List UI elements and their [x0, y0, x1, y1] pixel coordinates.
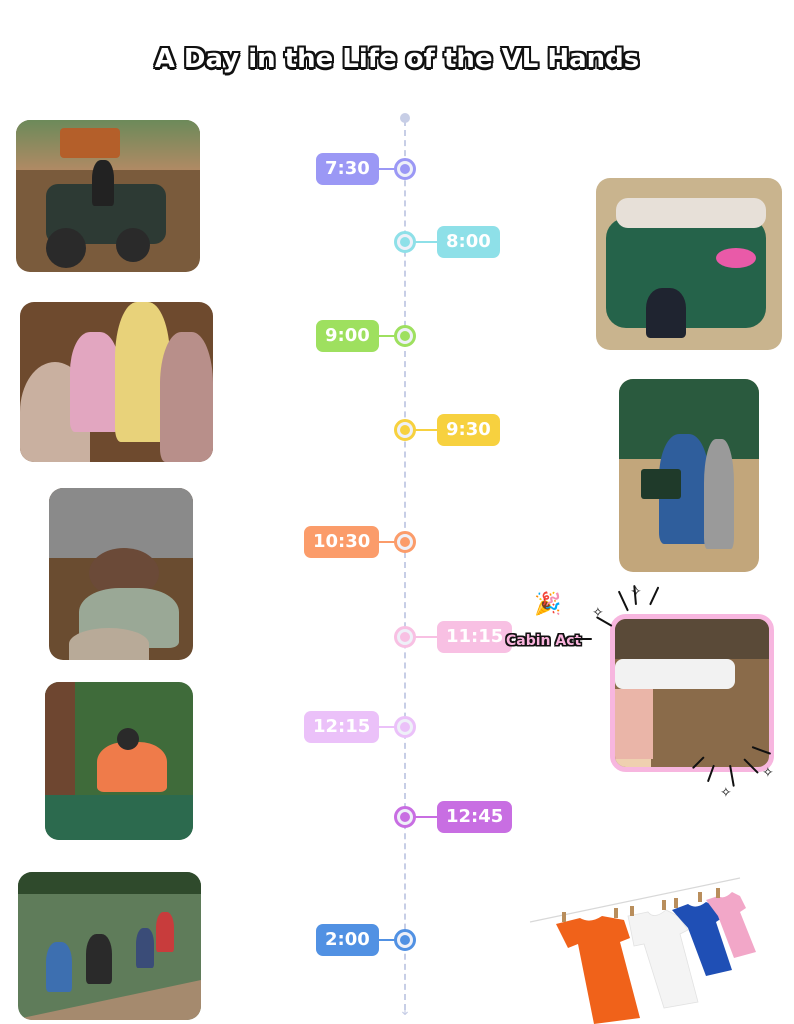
photo-lunch-picnic [45, 682, 193, 840]
timeline-node [394, 716, 416, 738]
time-badge: 12:45 [437, 801, 513, 833]
time-badge: 9:00 [316, 320, 379, 352]
timeline-axis [404, 120, 406, 1010]
burst-ray [617, 590, 629, 612]
time-badge: 11:15 [437, 621, 513, 653]
photo-activity-signup [619, 379, 759, 572]
time-badge: 10:30 [304, 526, 380, 558]
sparkle-icon: ✧ [762, 765, 774, 781]
photo-cabin-act [610, 614, 774, 772]
timeline-start-dot [400, 113, 410, 123]
timeline-node [394, 325, 416, 347]
timeline-connector [415, 636, 439, 638]
timeline-node [394, 419, 416, 441]
timeline-connector [415, 429, 439, 431]
shirt-pink [706, 892, 756, 958]
timeline-connector [377, 541, 395, 543]
timeline-connector [415, 816, 439, 818]
photo-lake-jump [18, 872, 201, 1020]
time-badge: 8:00 [437, 226, 500, 258]
timeline-node [394, 531, 416, 553]
timeline-connector [415, 241, 439, 243]
party-popper-icon: 🎉 [534, 592, 562, 617]
timeline-node [394, 929, 416, 951]
timeline-node [394, 806, 416, 828]
time-badge: 2:00 [316, 924, 379, 956]
sparkle-icon: ✧ [720, 785, 732, 801]
photo-atv [16, 120, 200, 272]
timeline-connector [377, 939, 395, 941]
shirt-blue [672, 902, 732, 976]
time-badge: 12:15 [304, 711, 380, 743]
sparkle-icon: ✧ [630, 584, 642, 600]
shirt-white [627, 909, 699, 1009]
photo-staff-selfie [20, 302, 213, 462]
timeline-connector [377, 168, 395, 170]
time-badge: 9:30 [437, 414, 500, 446]
burst-ray [649, 586, 660, 606]
arrow-down-icon: ↓ [399, 1003, 411, 1019]
burst-ray [574, 638, 592, 640]
time-badge: 7:30 [316, 153, 379, 185]
photo-office-desk [49, 488, 193, 660]
timeline-connector [377, 335, 395, 337]
timeline-node [394, 231, 416, 253]
sparkle-icon: ✧ [592, 605, 604, 621]
clothesline-decoration [529, 877, 756, 1024]
timeline-connector [377, 726, 395, 728]
timeline-node [394, 158, 416, 180]
photo-group-meal [596, 178, 782, 350]
page-title: A Day in the Life of the VL Hands [154, 44, 640, 74]
shirt-orange [556, 916, 640, 1024]
timeline-node [394, 626, 416, 648]
clothespins [562, 888, 720, 922]
cabin-act-label: Cabin Act [506, 633, 582, 649]
